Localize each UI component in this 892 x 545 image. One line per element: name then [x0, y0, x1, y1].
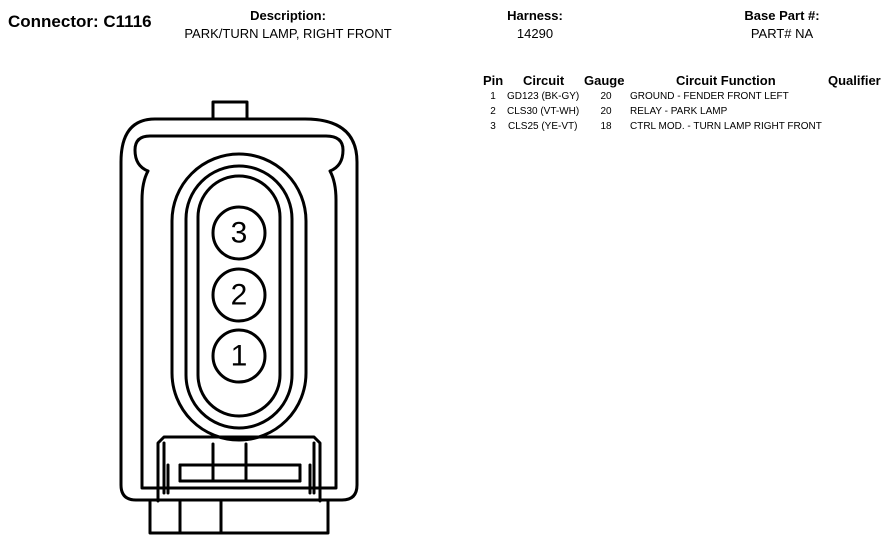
base-part-value: PART# NA — [750, 26, 814, 41]
col-function-header: Circuit Function — [676, 73, 776, 88]
col-circuit-header: Circuit — [523, 73, 565, 88]
row-pin: 1 — [490, 91, 496, 102]
col-pin-header: Pin — [483, 73, 504, 88]
cavity-ring — [184, 164, 294, 430]
col-gauge-header: Gauge — [584, 73, 625, 88]
pin-1-circle — [211, 328, 267, 384]
pin-2-label: 2 — [231, 279, 248, 312]
pin-2-circle — [211, 267, 267, 323]
pin-3-circle — [211, 205, 267, 261]
lock-frame-inner — [162, 441, 316, 495]
description-value: PARK/TURN LAMP, RIGHT FRONT — [184, 26, 392, 41]
row-circuit: CLS30 (VT-WH) — [507, 106, 580, 117]
row-pin: 2 — [490, 106, 496, 117]
pin-3-label: 3 — [231, 217, 248, 250]
row-function: GROUND - FENDER FRONT LEFT — [630, 91, 789, 102]
row-function: RELAY - PARK LAMP — [630, 106, 728, 117]
row-pin: 3 — [490, 121, 496, 132]
connector-housing-outer — [119, 117, 359, 535]
row-gauge: 18 — [600, 121, 612, 132]
pin-1-label: 1 — [231, 340, 248, 373]
description-label: Description: — [250, 8, 326, 23]
harness-value: 14290 — [516, 26, 554, 41]
row-gauge: 20 — [600, 106, 612, 117]
harness-label: Harness: — [507, 8, 563, 23]
row-circuit: CLS25 (YE-VT) — [508, 121, 578, 132]
base-part-label: Base Part #: — [744, 8, 820, 23]
row-circuit: GD123 (BK-GY) — [507, 91, 580, 102]
connector-latch — [211, 100, 249, 121]
cavity-outer-ring — [170, 152, 308, 442]
connector-housing-inner — [133, 134, 345, 490]
lock-frame — [156, 435, 322, 503]
row-gauge: 20 — [600, 91, 612, 102]
cavity-inner-ring — [196, 174, 282, 418]
connector-title: Connector: C1116 — [8, 12, 152, 31]
col-qualifier-header: Qualifier — [828, 73, 881, 88]
row-function: CTRL MOD. - TURN LAMP RIGHT FRONT — [630, 121, 822, 132]
